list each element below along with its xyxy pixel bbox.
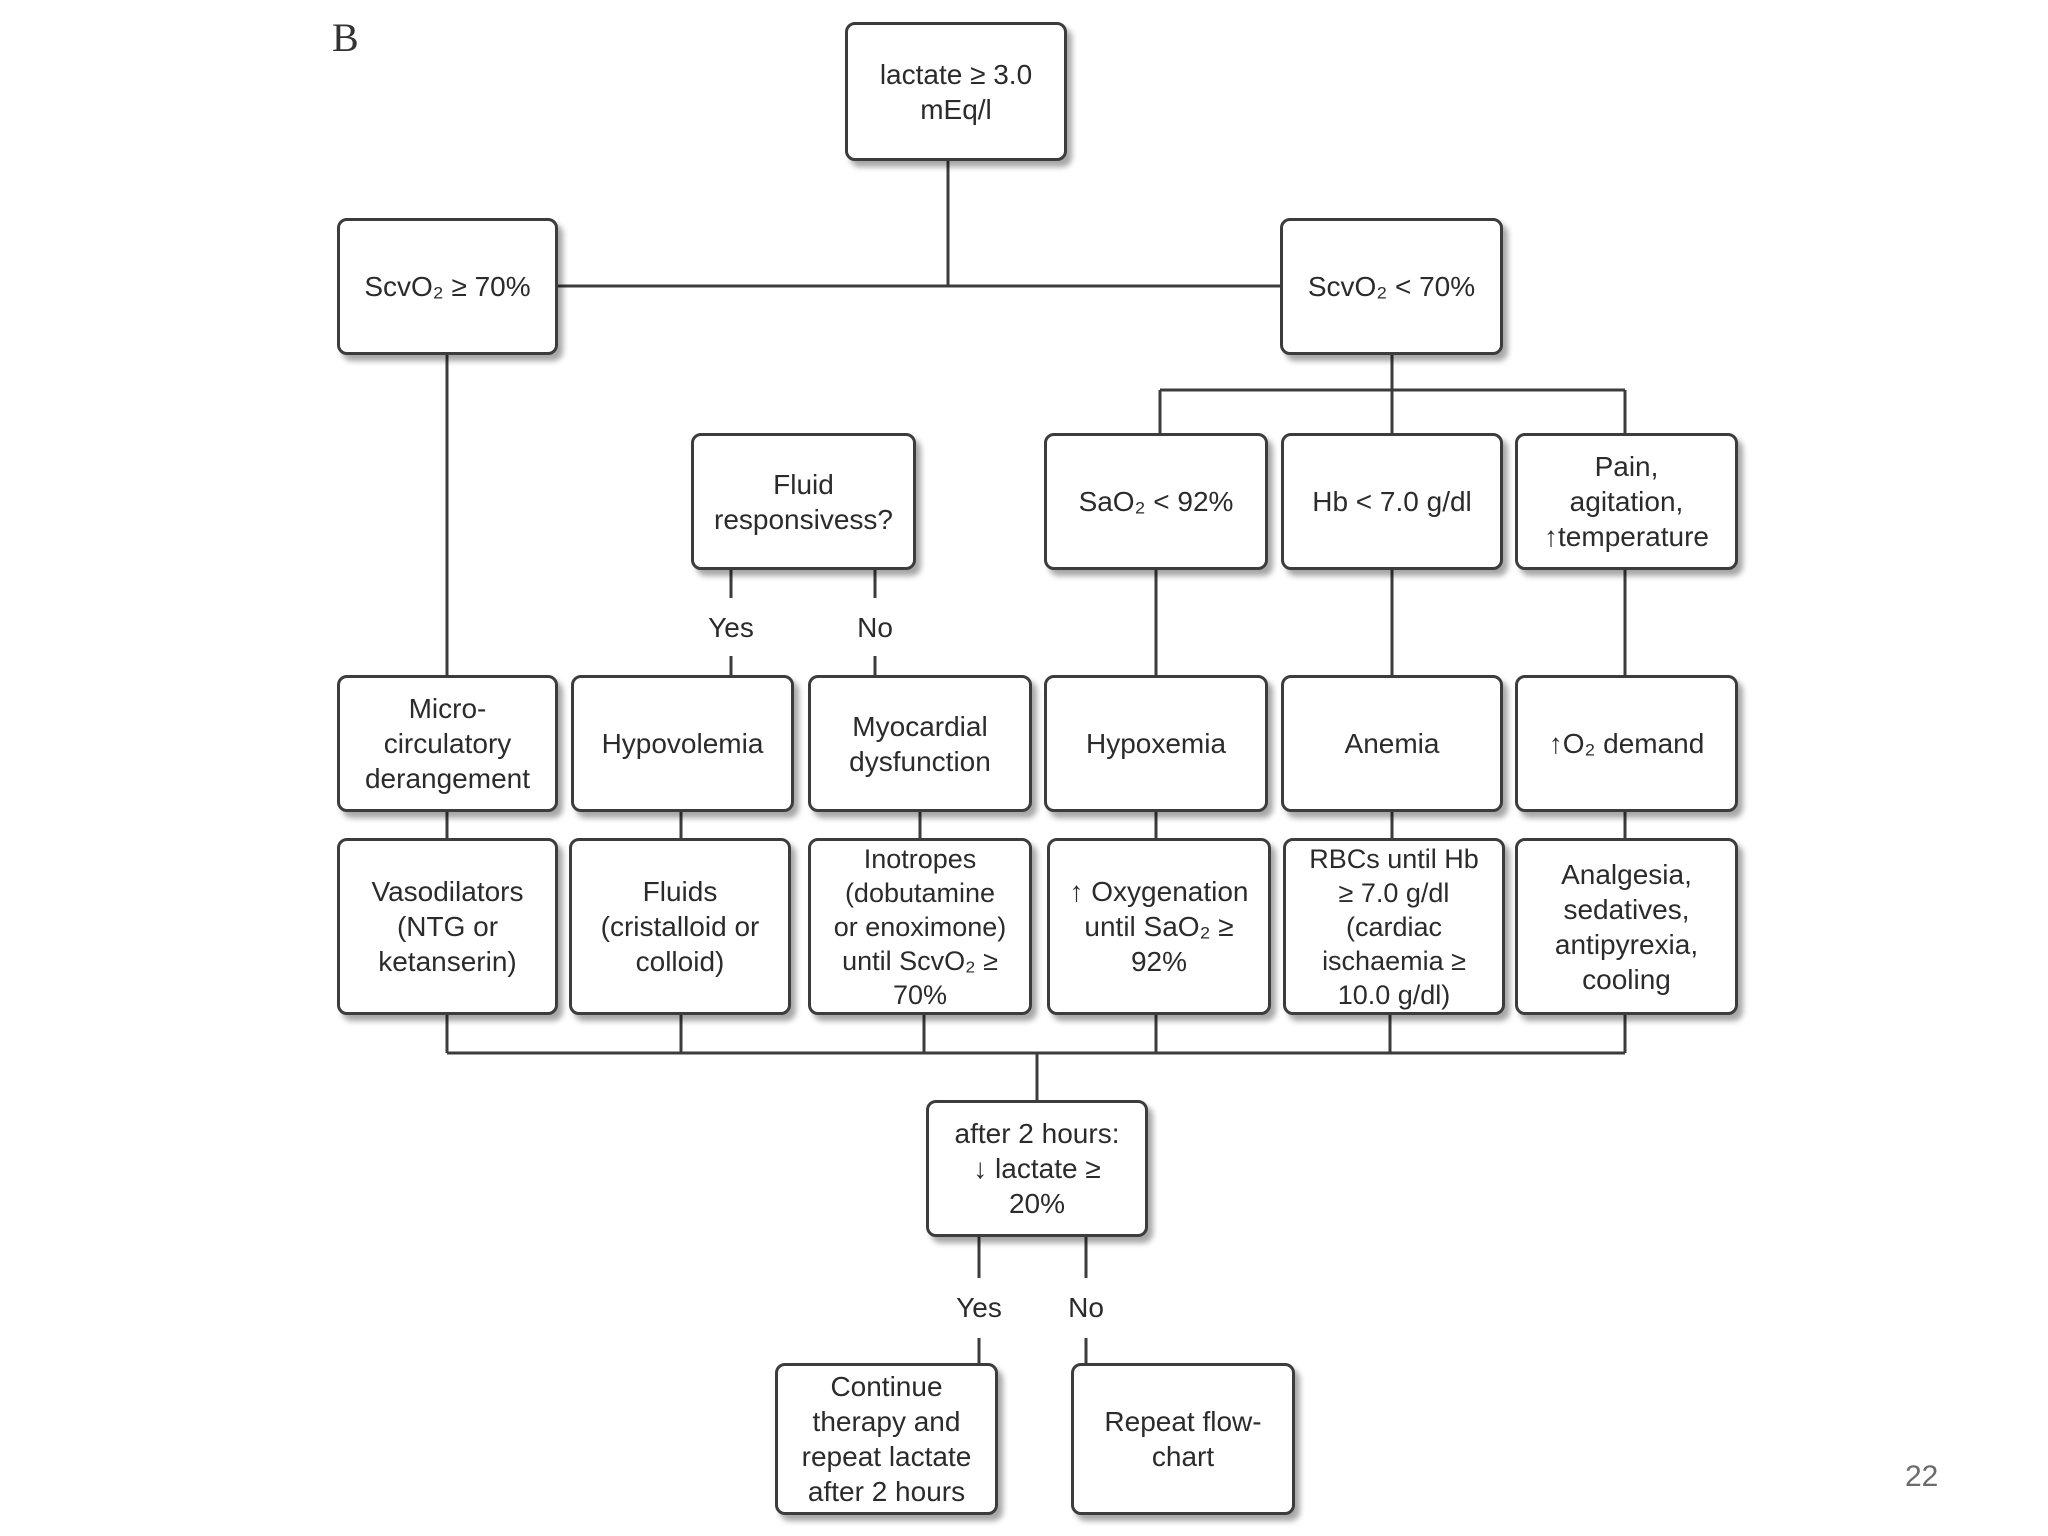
lactate-yes-label: Yes <box>956 1292 1002 1323</box>
panel-letter: B <box>332 15 359 60</box>
repeat-flowchart-node: Repeat flow- chart <box>1071 1363 1295 1515</box>
page-number: 22 <box>1905 1460 1939 1493</box>
anemia-node: Anemia <box>1281 675 1503 812</box>
lactate-node: lactate ≥ 3.0 mEq/l <box>845 22 1067 161</box>
o2-demand-node: ↑O₂ demand <box>1515 675 1738 812</box>
after-2-hours-label: after 2 hours: ↓ lactate ≥ 20% <box>954 1118 1120 1219</box>
analgesia-node: Analgesia, sedatives, antipyrexia, cooli… <box>1515 838 1738 1015</box>
continue-therapy-node: Continue therapy and repeat lactate afte… <box>775 1363 998 1515</box>
myocardial-node: Myocardial dysfunction <box>808 675 1032 812</box>
o2-demand-label: ↑O₂ demand <box>1548 728 1705 759</box>
oxygenation-label: ↑ Oxygenation until SaO₂ ≥ 92% <box>1069 876 1249 977</box>
hb-label: Hb < 7.0 g/dl <box>1312 486 1472 517</box>
rbcs-label: RBCs until Hb ≥ 7.0 g/dl (cardiac ischae… <box>1309 843 1479 1010</box>
fluid-yes-label: Yes <box>708 612 754 643</box>
myocardial-label: Myocardial dysfunction <box>849 710 991 777</box>
scvo2-high-node: ScvO₂ ≥ 70% <box>337 218 558 355</box>
fluids-label: Fluids (cristalloid or colloid) <box>600 876 760 977</box>
analgesia-label: Analgesia, sedatives, antipyrexia, cooli… <box>1554 858 1699 995</box>
fluids-node: Fluids (cristalloid or colloid) <box>569 838 791 1015</box>
oxygenation-node: ↑ Oxygenation until SaO₂ ≥ 92% <box>1047 838 1271 1015</box>
hb-node: Hb < 7.0 g/dl <box>1281 433 1503 570</box>
continue-therapy-label: Continue therapy and repeat lactate afte… <box>801 1371 972 1507</box>
inotropes-node: Inotropes (dobutamine or enoximone) unti… <box>808 838 1032 1015</box>
hypoxemia-node: Hypoxemia <box>1044 675 1268 812</box>
hypovolemia-node: Hypovolemia <box>571 675 794 812</box>
microcirculatory-label: Micro- circulatory derangement <box>364 693 530 794</box>
fluid-responsiveness-node: Fluid responsivess? <box>691 433 916 570</box>
fluid-responsiveness-label: Fluid responsivess? <box>714 468 893 535</box>
fluid-no-label: No <box>857 612 893 643</box>
pain-node: Pain, agitation, ↑temperature <box>1515 433 1738 570</box>
rbcs-node: RBCs until Hb ≥ 7.0 g/dl (cardiac ischae… <box>1283 838 1505 1015</box>
sao2-node: SaO₂ < 92% <box>1044 433 1268 570</box>
after-2-hours-node: after 2 hours: ↓ lactate ≥ 20% <box>926 1100 1148 1237</box>
sao2-label: SaO₂ < 92% <box>1078 486 1234 517</box>
vasodilators-node: Vasodilators (NTG or ketanserin) <box>337 838 558 1015</box>
lactate-no-label: No <box>1068 1292 1104 1323</box>
scvo2-high-label: ScvO₂ ≥ 70% <box>364 271 531 302</box>
scvo2-low-node: ScvO₂ < 70% <box>1280 218 1503 355</box>
repeat-flowchart-label: Repeat flow- chart <box>1104 1406 1262 1472</box>
anemia-label: Anemia <box>1344 728 1440 759</box>
vasodilators-label: Vasodilators (NTG or ketanserin) <box>371 876 524 977</box>
scvo2-low-label: ScvO₂ < 70% <box>1307 271 1476 302</box>
hypovolemia-label: Hypovolemia <box>601 728 764 759</box>
lactate-label: lactate ≥ 3.0 mEq/l <box>879 58 1033 125</box>
hypoxemia-label: Hypoxemia <box>1085 728 1227 759</box>
inotropes-label: Inotropes (dobutamine or enoximone) unti… <box>833 843 1007 1010</box>
pain-label: Pain, agitation, ↑temperature <box>1544 451 1709 552</box>
microcirculatory-node: Micro- circulatory derangement <box>337 675 558 812</box>
